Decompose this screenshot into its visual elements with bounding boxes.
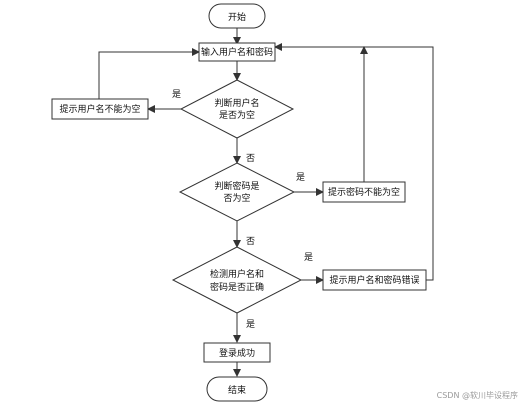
decision2-line1: 判断密码是 xyxy=(214,180,259,192)
start-label: 开始 xyxy=(228,11,246,23)
error-password-empty-box: 提示密码不能为空 xyxy=(322,181,406,203)
decision-username-empty: 判断用户名 是否为空 xyxy=(179,79,295,139)
decision-password-empty: 判断密码是 否为空 xyxy=(178,162,296,222)
edge-label-d2-yes: 是 xyxy=(296,172,305,183)
start-terminal: 开始 xyxy=(208,3,266,29)
decision3-line2: 密码是否正确 xyxy=(210,281,264,293)
watermark: CSDN @软川毕设程序 xyxy=(437,390,518,400)
error-username-empty-box: 提示用户名不能为空 xyxy=(51,98,149,120)
decision1-line2: 是否为空 xyxy=(219,109,255,121)
decision3-line1: 检测用户名和 xyxy=(210,268,264,280)
decision1-line1: 判断用户名 xyxy=(214,97,259,109)
input-label: 输入用户名和密码 xyxy=(201,46,273,58)
error3-label: 提示用户名和密码错误 xyxy=(329,274,419,286)
edge-label-d1-no: 否 xyxy=(246,153,255,164)
error2-label: 提示密码不能为空 xyxy=(328,186,400,198)
edge-label-d1-yes: 是 xyxy=(172,89,181,100)
edge-label-d2-no: 否 xyxy=(246,236,255,247)
arrow-error3-back-to-input xyxy=(274,43,434,281)
connectors xyxy=(98,28,434,377)
arrow-error1-back-to-input xyxy=(98,48,200,99)
login-success-box: 登录成功 xyxy=(203,342,271,363)
success-label: 登录成功 xyxy=(219,347,255,359)
end-terminal: 结束 xyxy=(206,376,268,402)
end-label: 结束 xyxy=(228,384,246,396)
decision2-line2: 否为空 xyxy=(223,192,250,204)
edge-label-d3-yes-right: 是 xyxy=(304,252,313,263)
decision-credentials-correct: 检测用户名和 密码是否正确 xyxy=(171,246,303,314)
error-credentials-box: 提示用户名和密码错误 xyxy=(322,269,427,291)
edge-label-d3-yes-down: 是 xyxy=(246,319,255,330)
error1-label: 提示用户名不能为空 xyxy=(59,103,140,115)
input-box: 输入用户名和密码 xyxy=(198,42,276,62)
